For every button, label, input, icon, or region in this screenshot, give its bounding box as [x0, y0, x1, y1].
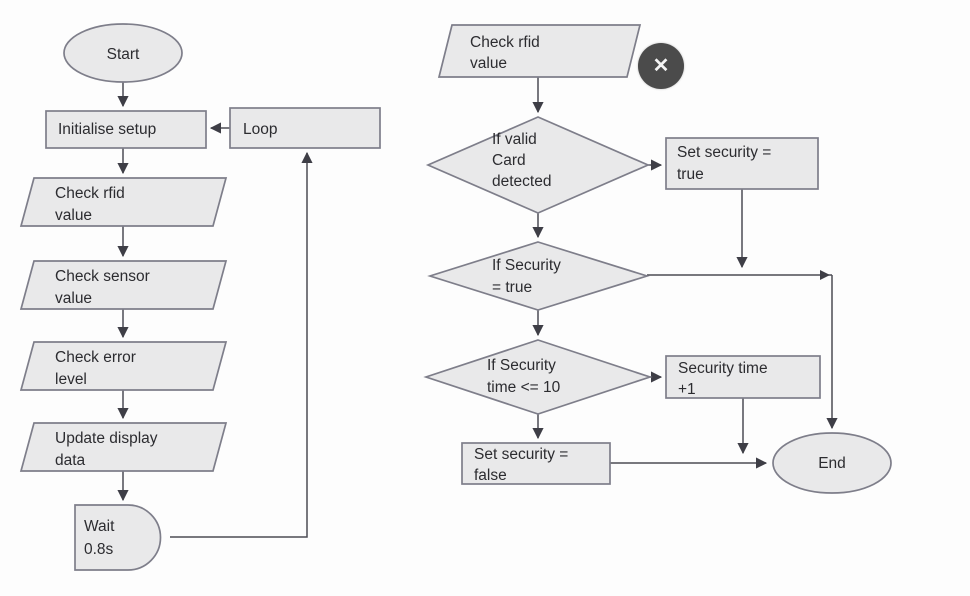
wait-delay-shape — [74, 504, 162, 571]
security-time-inc-shape — [665, 355, 821, 399]
if-security-time-decision-shape — [423, 339, 653, 415]
initialise-setup-shape — [45, 110, 207, 149]
set-security-false-shape — [461, 442, 611, 485]
if-valid-card-decision-shape — [425, 116, 651, 214]
check-rfid-shape — [19, 177, 228, 227]
end-terminator-shape — [772, 432, 892, 494]
update-display-shape — [19, 422, 228, 472]
nodes — [19, 23, 892, 571]
check-sensor-shape — [19, 260, 228, 310]
close-icon: ✕ — [652, 55, 670, 77]
mid-arrowhead-right-rail — [820, 270, 830, 280]
start-terminator-shape — [63, 23, 183, 83]
loop-shape — [229, 107, 381, 149]
set-security-true-shape — [665, 137, 819, 190]
connectors — [117, 77, 838, 538]
close-button[interactable]: ✕ — [638, 43, 684, 89]
if-security-true-decision-shape — [427, 241, 650, 311]
arrow-wait-to-loop — [170, 151, 313, 538]
check-error-shape — [19, 341, 228, 391]
check-rfid2-shape — [437, 24, 642, 78]
